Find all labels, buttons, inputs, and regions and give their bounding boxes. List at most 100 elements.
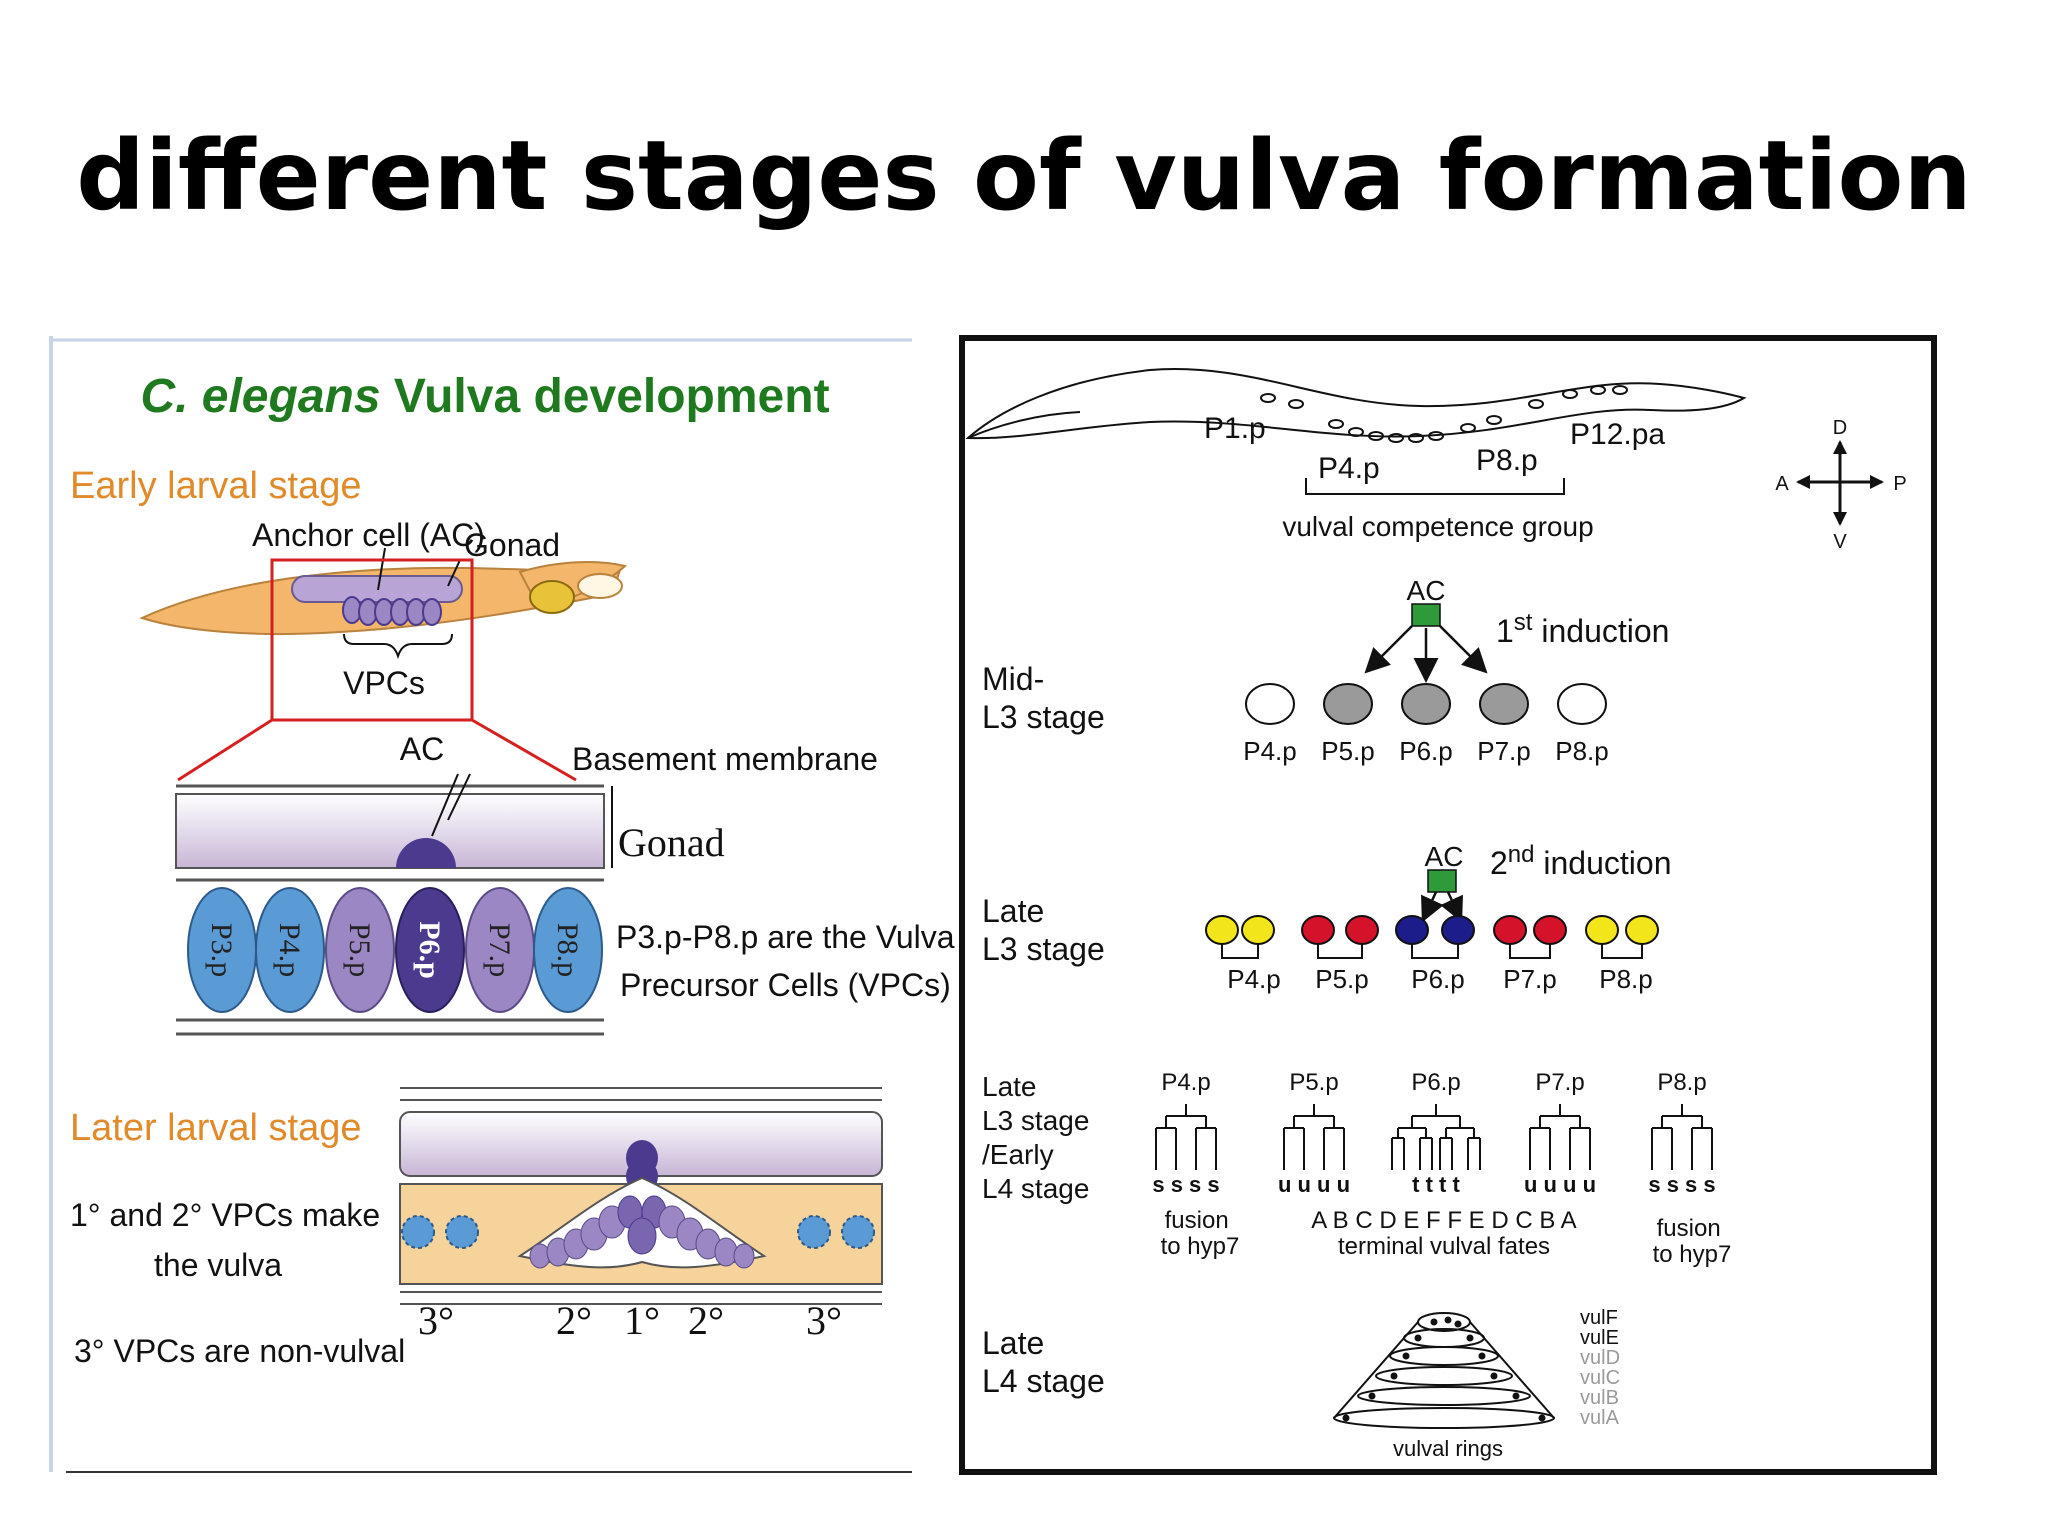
competence-label: vulval competence group [1282,511,1593,542]
gonad-serif-label: Gonad [618,820,725,865]
ring-label-vule: vulE [1580,1327,1619,1349]
vpc-row: P3.p P4.p P5.p P6.p P7.p P8.p [187,887,603,1013]
induction-2-base: 2 [1490,845,1508,881]
ac-label-1: AC [1407,575,1446,606]
induction-arrow-p5 [1364,625,1413,674]
row1-label-p5: P5.p [1321,736,1375,766]
vpc-label-p7: P7.p [483,923,516,977]
ac-label-2: AC [1425,841,1464,872]
lineage-head-p4: P4.p [1161,1069,1210,1096]
fusion-left-line1: fusion [1165,1207,1229,1234]
worm-outline [965,368,1747,440]
compass-icon: D V A P [1775,417,1906,553]
vulval-cell [733,1243,755,1269]
late-cell-navy [1441,915,1475,945]
late-l3-label: Late L3 stage [982,893,1105,967]
gonad-label: Gonad [464,527,560,563]
late-early-line4: L4 stage [982,1173,1089,1204]
fusion-left-label: fusion to hyp7 [1161,1207,1240,1260]
ac-pointer [431,773,459,837]
vpc-note-line2: Precursor Cells (VPCs) [620,967,951,1003]
vpc-note-line1: P3.p-P8.p are the Vulva [616,919,955,955]
late-early-line2: L3 stage [982,1105,1089,1136]
lineage-trees [1155,1104,1713,1170]
left-panel-title: C. elegans Vulva development [140,370,829,423]
vpc-cell-p5 [325,887,395,1013]
late-cell-yellow [1585,915,1619,945]
compass-a: A [1775,473,1789,495]
compass-p: P [1893,473,1906,495]
ring-label-vuld: vulD [1580,1347,1620,1369]
anchor-cell-square-1 [1411,603,1441,627]
anchor-cell-pointer [377,547,386,591]
pn-cell [1388,433,1404,443]
mid-l3-label-line2: L3 stage [982,699,1105,735]
vpc-cell-p8 [533,887,603,1013]
lineage-tree-p4 [1155,1104,1217,1170]
lineage-tree-p6 [1391,1104,1481,1170]
mid-cell-p8 [1557,683,1607,725]
ring-nucleus [1490,1372,1498,1380]
fusion-right-label: fusion to hyp7 [1653,1215,1732,1268]
terminal-caption: terminal vulval fates [1338,1233,1550,1260]
gonad-magnified [175,793,605,869]
ring-nucleus [1414,1334,1422,1342]
ring-label-vula: vulA [1580,1407,1620,1429]
lineage-fates-p8: s s s s [1648,1172,1715,1197]
late-cell-red [1301,915,1335,945]
mid-l3-label: Mid- L3 stage [982,661,1105,735]
title-rest: Vulva development [381,370,830,423]
tertiary-cell [401,1215,435,1249]
lineage-fates-p7: u u u u [1524,1172,1596,1197]
pn-cell [1562,389,1578,399]
vulval-cell [714,1237,738,1267]
make-vulva-line1: 1° and 2° VPCs make [70,1197,380,1233]
tertiary-cell [841,1215,875,1249]
pn-cell [1590,385,1606,395]
row1-label-p4: P4.p [1243,736,1297,766]
fate-2-left: 2° [556,1298,592,1343]
pn-cell [1460,423,1476,433]
ring-nucleus [1444,1316,1452,1324]
vulval-cells-cluster [529,1195,755,1269]
vulval-rings-stack [1333,1312,1555,1429]
ring-nucleus [1466,1334,1474,1342]
fate-1: 1° [624,1298,660,1343]
ring-vulc [1375,1366,1513,1386]
fusion-right-line1: fusion [1657,1215,1721,1242]
pn-cell [1328,419,1344,429]
right-panel: P1.p P4.p P8.p P12.pa vulval competence … [959,335,1937,1475]
worm-pn-cells [1260,385,1628,443]
late-l4-line2: L4 stage [982,1363,1105,1399]
pn-cell [1288,399,1304,409]
late-cell-red [1493,915,1527,945]
ring-vuld [1389,1346,1499,1366]
zoom-box [270,558,474,722]
induction-arrow-p7 [1439,625,1488,674]
late-cell-red [1533,915,1567,945]
worm-label-p12: P12.pa [1570,418,1665,451]
vpc-label-p4: P4.p [273,923,306,977]
anchor-cell-label: Anchor cell (AC) [252,517,485,553]
pn-cell [1486,415,1502,425]
right-panel-frame [959,335,1937,1475]
ring-vulb [1357,1386,1531,1406]
anchor-cell-square-2 [1427,869,1457,893]
pn-cell [1368,431,1384,441]
induction-2-rest: induction [1535,845,1672,881]
induction-1-sup: st [1514,609,1533,636]
slide-title: different stages of vulva formation [76,120,1972,232]
make-vulva-line2: the vulva [154,1247,282,1283]
lateral-arrow-left [1421,891,1444,923]
induction-1-base: 1 [1496,613,1514,649]
worm-pharynx-line [967,411,1081,439]
ring-nucleus [1342,1414,1350,1422]
ring-nuclei [1342,1316,1546,1422]
vpc-label-p3: P3.p [205,923,238,977]
late-cell-connectors [1221,944,1643,959]
late-l3-cells [1205,915,1659,959]
pharynx-bulb [529,580,575,614]
fate-3-right: 3° [806,1298,842,1343]
lineage-head-p8: P8.p [1657,1069,1706,1096]
pn-cell [1428,431,1444,441]
